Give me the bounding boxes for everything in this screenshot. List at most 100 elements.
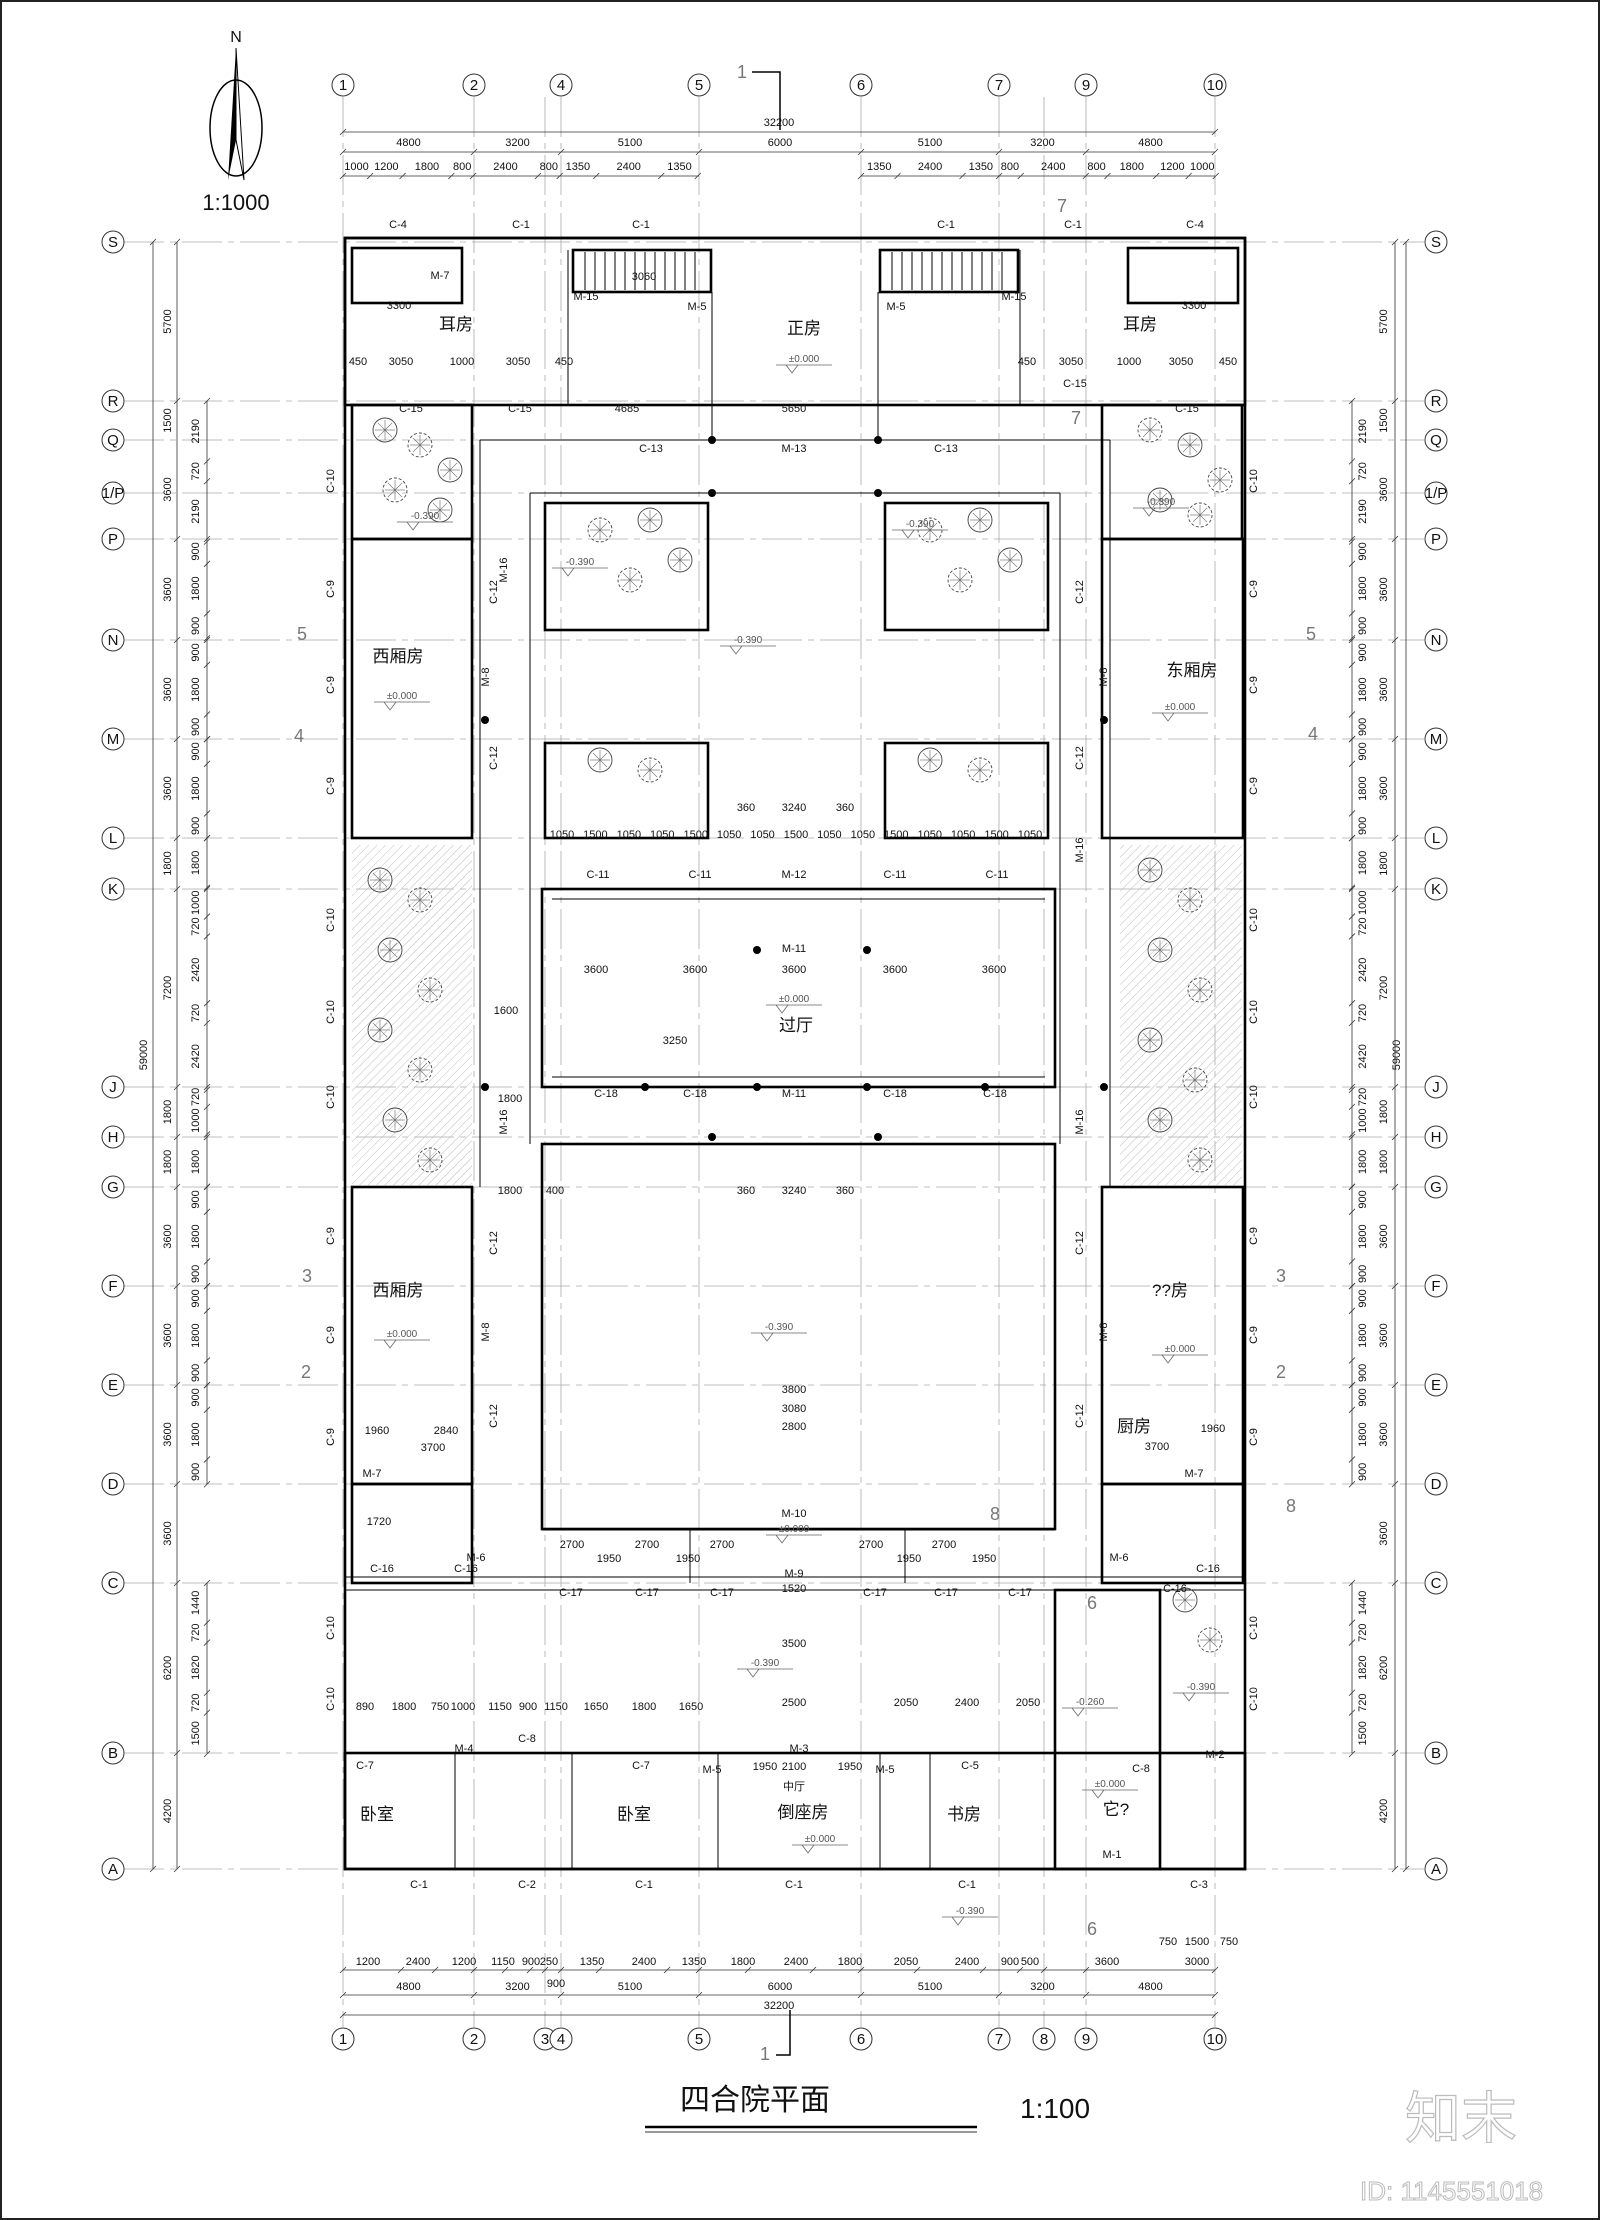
grid-row-label: C xyxy=(108,1575,119,1592)
inner-dim-label: 1800 xyxy=(632,1701,656,1713)
dimension-tick xyxy=(557,148,565,156)
inner-dim-label: 3050 xyxy=(506,356,530,368)
dimension-tick xyxy=(1391,1083,1399,1091)
inner-dim-label: 1520 xyxy=(782,1583,806,1595)
tree-icon xyxy=(382,477,408,503)
tree-icon xyxy=(1147,937,1173,963)
side-detail-dim: 900 xyxy=(190,617,202,635)
side-detail-dim: 1500 xyxy=(1357,1721,1369,1745)
dimension-tick xyxy=(203,477,211,485)
tag-label: C-16 xyxy=(1196,1563,1220,1575)
dimension-tick xyxy=(1391,535,1399,543)
tag-label: C-15 xyxy=(399,403,423,415)
tag-label: C-12 xyxy=(1074,1231,1086,1255)
tree-icon xyxy=(1187,502,1213,528)
dimension-tick xyxy=(1348,1381,1356,1389)
tree-branch xyxy=(394,1112,403,1121)
tree-canopy xyxy=(587,517,613,543)
tree-branch xyxy=(1159,499,1168,508)
tag-label: C-12 xyxy=(1074,746,1086,770)
level-mark: ±0.000 xyxy=(387,1329,418,1340)
grid-row-label-1p: 1/P xyxy=(1425,485,1448,502)
side-detail-dim: 900 xyxy=(1357,718,1369,736)
dimension-tick xyxy=(894,172,901,180)
grid-row-label: H xyxy=(1431,1129,1442,1146)
tag-label: C-12 xyxy=(488,580,500,604)
tree-branch xyxy=(1142,429,1151,438)
dimension-tick xyxy=(203,1456,211,1463)
grid-row-label: A xyxy=(108,1861,118,1878)
tag-label: C-13 xyxy=(934,443,958,455)
dimension-tick xyxy=(470,1991,478,1999)
tag-label: C-17 xyxy=(934,1587,958,1599)
dimension-tick xyxy=(173,535,181,543)
dimension-tick xyxy=(1391,636,1399,644)
wall-outline xyxy=(350,537,474,840)
level-triangle-icon xyxy=(766,1534,822,1544)
tree-branch xyxy=(1194,1079,1203,1088)
grid-col-label-bottom: 5 xyxy=(695,2031,703,2048)
grid-col-label-bottom: 10 xyxy=(1207,2031,1224,2048)
dimension-tick xyxy=(959,172,966,180)
top-bay-dim: 5100 xyxy=(618,137,642,149)
tree-branch xyxy=(1192,1159,1201,1168)
dimension-tick xyxy=(1348,634,1356,642)
inner-dim-label: 3050 xyxy=(1059,356,1083,368)
tree-branch xyxy=(419,1069,428,1078)
tag-label: C-10 xyxy=(325,1616,337,1640)
tag-label: C-10 xyxy=(325,469,337,493)
side-detail-dim: 720 xyxy=(190,1088,202,1106)
dimension-tick xyxy=(1348,760,1356,768)
dimension-tick xyxy=(534,172,542,180)
level-mark: -0.390 xyxy=(906,519,935,530)
tag-label: M-5 xyxy=(887,301,906,313)
tag-label: M-16 xyxy=(1074,1109,1086,1134)
room-label: 东厢房 xyxy=(1167,661,1218,680)
inner-dim-label: 3700 xyxy=(421,1442,445,1454)
tag-label: C-1 xyxy=(958,1879,976,1891)
dimension-tick xyxy=(1082,1991,1090,1999)
top-detail-dim: 1800 xyxy=(1120,161,1144,173)
drawing-scale: 1:100 xyxy=(1020,2093,1090,2124)
wall-outline xyxy=(1100,537,1245,840)
tree-icon xyxy=(587,517,613,543)
grid-row-label: M xyxy=(107,731,120,748)
wall-outline xyxy=(343,236,1247,407)
inner-dim-label: 3600 xyxy=(982,964,1006,976)
tree-branch xyxy=(1149,862,1158,871)
inner-dim-label: 3050 xyxy=(1169,356,1193,368)
dimension-tick xyxy=(173,1749,181,1757)
level-mark: -0.260 xyxy=(1076,1697,1105,1708)
tree-branch xyxy=(1209,1632,1218,1641)
tree-branch xyxy=(922,522,931,531)
grid-bubble xyxy=(101,481,125,505)
tag-label: M-3 xyxy=(790,1743,809,1755)
inner-dim-label: 1050 xyxy=(917,829,941,841)
side-detail-dim: 720 xyxy=(190,1694,202,1712)
grid-col-label-bottom: 2 xyxy=(470,2031,478,2048)
side-bay-dim: 3600 xyxy=(1378,1224,1390,1248)
dimension-tick xyxy=(857,1966,865,1974)
inner-dim-label: 1000 xyxy=(451,1701,475,1713)
tree-canopy xyxy=(1172,1587,1198,1613)
section-mark: 4 xyxy=(1308,724,1318,744)
grid-bubble xyxy=(1424,230,1448,254)
dimension-tick xyxy=(556,172,563,180)
side-detail-dim: 900 xyxy=(190,1190,202,1208)
tree-branch xyxy=(372,1029,381,1038)
inner-dim-label: 1050 xyxy=(951,829,975,841)
dimension-tick xyxy=(149,238,157,246)
dimension-tick xyxy=(448,172,455,180)
tree-branch xyxy=(377,429,386,438)
grid-col-label-top: 7 xyxy=(995,77,1003,94)
tag-label: C-12 xyxy=(1074,580,1086,604)
tree-branch xyxy=(419,444,428,453)
tree-branch xyxy=(412,1062,421,1071)
bottom-bay-dim: 4800 xyxy=(1138,1981,1162,1993)
grid-row-label: D xyxy=(1431,1476,1442,1493)
tree-branch xyxy=(1009,552,1018,561)
grid-bubble xyxy=(1424,1274,1448,1298)
tree-icon xyxy=(1182,1067,1208,1093)
section-mark: 7 xyxy=(1071,408,1081,428)
bottom-detail-dim: 1800 xyxy=(731,1956,755,1968)
